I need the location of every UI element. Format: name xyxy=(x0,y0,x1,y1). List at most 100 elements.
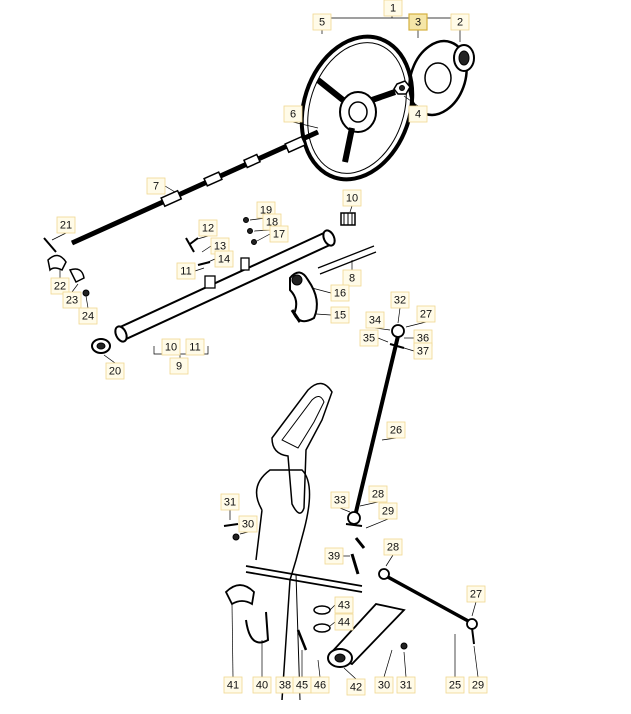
part-label-10b: 10 xyxy=(161,338,181,356)
label-text: 9 xyxy=(176,361,182,373)
part-label-35: 35 xyxy=(359,329,389,347)
leader-line xyxy=(343,667,357,680)
leader-line xyxy=(377,337,389,343)
label-text: 26 xyxy=(390,425,402,437)
shaft-rod-8 xyxy=(317,245,377,275)
part-label-3: 3 xyxy=(408,13,428,38)
label-text: 36 xyxy=(417,333,429,345)
label-text: 23 xyxy=(66,295,78,307)
label-box xyxy=(383,0,403,17)
label-box xyxy=(56,216,76,234)
label-box xyxy=(334,596,354,614)
label-text: 16 xyxy=(334,288,346,300)
leader-line xyxy=(471,601,477,617)
leader-line xyxy=(164,185,176,193)
wheel-nut xyxy=(393,80,411,95)
label-text: 15 xyxy=(334,310,346,322)
leader-line xyxy=(201,245,212,253)
label-box xyxy=(223,676,243,694)
label-text: 37 xyxy=(417,346,429,358)
label-box xyxy=(374,676,394,694)
part-label-34: 34 xyxy=(365,311,391,331)
leader-line xyxy=(473,645,479,678)
leader-line xyxy=(339,507,351,513)
leader-line xyxy=(383,649,393,678)
label-text: 13 xyxy=(214,241,226,253)
label-text: 2 xyxy=(457,17,463,29)
label-text: 4 xyxy=(415,109,421,121)
part-label-40: 40 xyxy=(252,640,272,694)
part-label-24: 24 xyxy=(78,295,98,325)
leader-line xyxy=(403,95,419,107)
part-label-12: 12 xyxy=(193,219,218,241)
part-label-42: 42 xyxy=(343,667,366,696)
steering-wheel xyxy=(299,34,415,182)
label-text: 40 xyxy=(256,680,268,692)
rubber-grommet xyxy=(91,338,111,354)
part-label-32: 32 xyxy=(390,291,410,324)
column-clamp xyxy=(289,271,318,323)
label-text: 14 xyxy=(218,254,230,266)
part-label-27a: 27 xyxy=(405,305,436,328)
label-text: 41 xyxy=(227,680,239,692)
part-label-33: 33 xyxy=(330,491,351,513)
label-text: 29 xyxy=(472,680,484,692)
label-box xyxy=(408,105,428,123)
label-text: 29 xyxy=(382,506,394,518)
label-box xyxy=(161,338,181,356)
label-box xyxy=(310,676,330,694)
part-label-25: 25 xyxy=(445,634,465,694)
leader-line xyxy=(349,205,353,213)
leader-line xyxy=(365,518,389,529)
label-box xyxy=(146,177,166,195)
label-box xyxy=(342,189,362,207)
part-label-31a: 31 xyxy=(220,493,240,520)
part-label-22: 22 xyxy=(50,270,70,295)
leader-line xyxy=(397,307,401,324)
label-text: 22 xyxy=(54,281,66,293)
part-label-28b: 28 xyxy=(383,538,403,567)
label-text: 28 xyxy=(387,542,399,554)
part-label-37: 37 xyxy=(403,342,433,360)
part-label-30a: 30 xyxy=(238,515,258,535)
label-text: 33 xyxy=(334,495,346,507)
leader-line xyxy=(85,295,89,309)
part-label-44: 44 xyxy=(329,613,354,631)
label-text: 27 xyxy=(420,309,432,321)
leader-line xyxy=(317,659,321,678)
leader-line xyxy=(51,232,67,241)
part-label-9: 9 xyxy=(169,357,189,375)
label-box xyxy=(252,676,272,694)
label-box xyxy=(330,284,350,302)
label-text: 43 xyxy=(338,600,350,612)
label-text: 3 xyxy=(415,17,421,29)
label-text: 5 xyxy=(319,17,325,29)
label-text: 31 xyxy=(400,680,412,692)
label-text: 10 xyxy=(165,342,177,354)
label-text: 28 xyxy=(372,489,384,501)
leader-line xyxy=(329,621,336,627)
steering-column-tube xyxy=(114,229,336,343)
leader-line xyxy=(193,235,209,241)
label-box xyxy=(269,225,289,243)
leader-line xyxy=(403,347,415,352)
label-text: 38 xyxy=(279,680,291,692)
leader-line xyxy=(231,603,234,678)
part-label-11b: 11 xyxy=(185,338,205,356)
label-text: 30 xyxy=(242,519,254,531)
label-box xyxy=(324,547,344,565)
leader-line xyxy=(194,267,205,272)
label-box xyxy=(105,362,125,380)
label-text: 21 xyxy=(60,220,72,232)
leader-line xyxy=(292,121,319,129)
label-box xyxy=(185,338,205,356)
part-label-13: 13 xyxy=(201,237,230,255)
label-box xyxy=(238,515,258,533)
part-label-28a: 28 xyxy=(359,485,388,507)
label-text: 8 xyxy=(349,273,355,285)
leader-line xyxy=(256,233,271,242)
label-text: 30 xyxy=(378,680,390,692)
label-box xyxy=(413,342,433,360)
part-label-15: 15 xyxy=(315,306,350,324)
